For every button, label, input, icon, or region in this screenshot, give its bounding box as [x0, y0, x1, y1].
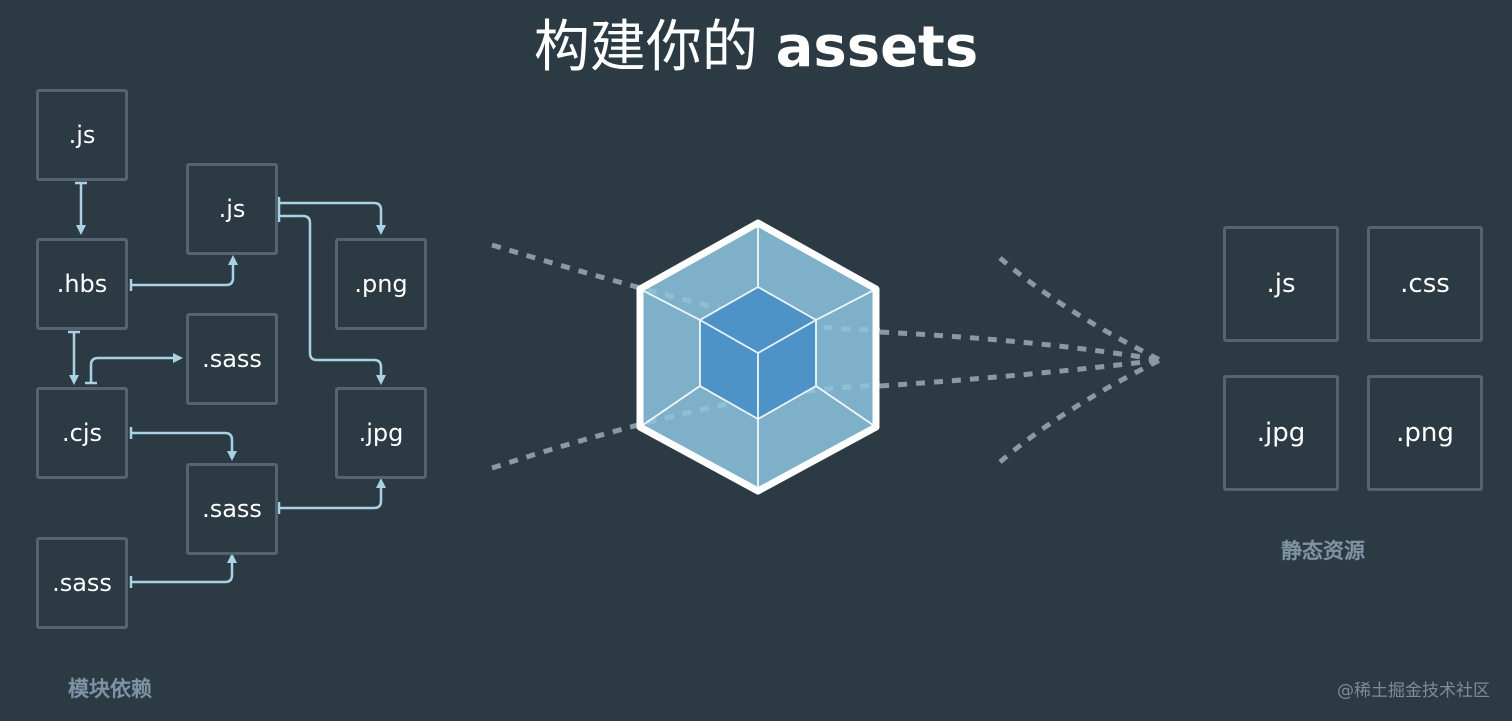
node-sass-bottom: .sass — [36, 537, 128, 629]
arrow-cjs-to-sass-mid — [131, 431, 237, 461]
page-title: 构建你的 assets — [0, 8, 1512, 88]
arrow-hbs-to-js — [131, 255, 238, 287]
asset-png: .png — [1367, 375, 1483, 491]
arrow-js-to-png — [279, 201, 386, 235]
node-cjs: .cjs — [36, 387, 128, 479]
node-jpg: .jpg — [335, 387, 427, 479]
node-png: .png — [335, 238, 427, 330]
watermark: @稀土掘金技术社区 — [1337, 681, 1490, 701]
node-sass-mid: .sass — [186, 313, 278, 405]
node-sass-low: .sass — [186, 463, 278, 555]
arrow-cjs-to-sass — [89, 353, 183, 383]
node-hbs: .hbs — [36, 238, 128, 330]
node-js-top: .js — [36, 89, 128, 181]
title-english: assets — [775, 15, 979, 80]
asset-js: .js — [1223, 226, 1339, 342]
arrow-sass-low-to-sass-mid — [131, 553, 237, 584]
title-chinese: 构建你的 — [533, 15, 758, 80]
node-js-mid: .js — [186, 163, 278, 255]
static-caption: 静态资源 — [1281, 539, 1365, 563]
dashed-fan-top — [998, 256, 1162, 363]
arrow-js-to-jpg — [279, 214, 386, 385]
asset-css: .css — [1367, 226, 1483, 342]
dashed-fan-bottom — [998, 357, 1162, 464]
dashed-out-top — [879, 329, 1161, 363]
dashed-out-bottom — [879, 357, 1161, 389]
asset-jpg: .jpg — [1223, 375, 1339, 491]
module-caption: 模块依赖 — [68, 677, 152, 701]
webpack-cube-icon — [636, 219, 880, 495]
arrow-sass-to-jpg — [279, 478, 386, 510]
